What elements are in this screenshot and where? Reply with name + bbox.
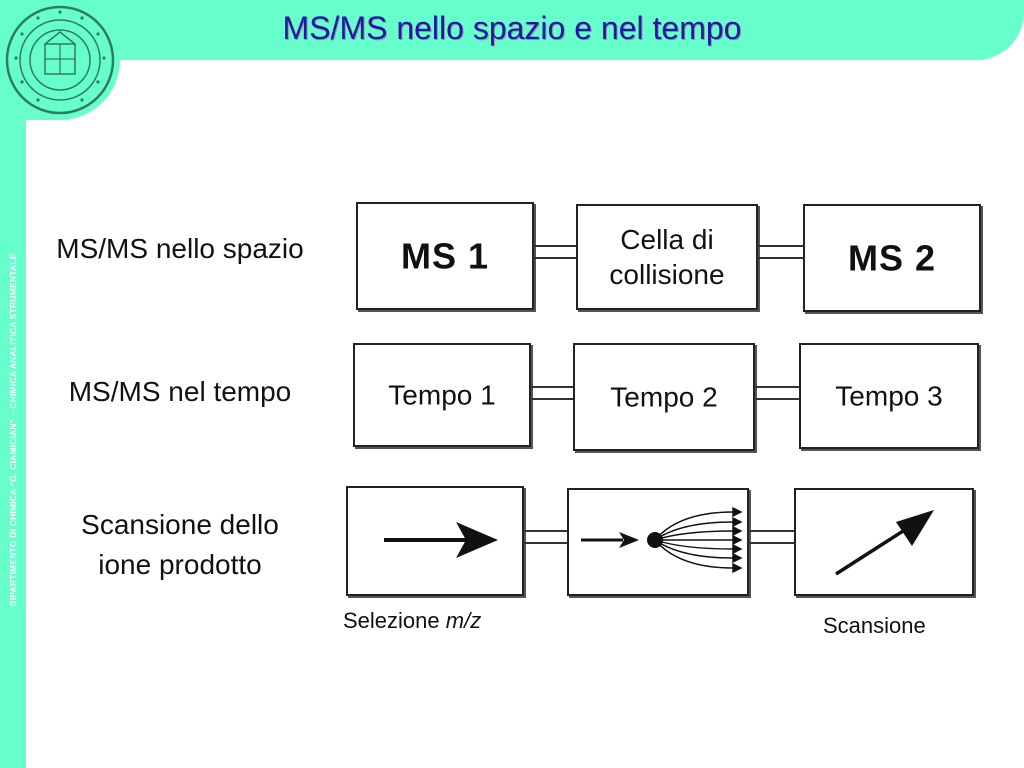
fragmentation-fan-icon [581,506,743,574]
row-label-space: MS/MS nello spazio [56,233,304,264]
selection-box [346,486,524,596]
sidebar-band [0,0,26,768]
row-label-product-ion-scan: Scansione dello ione prodotto [30,505,330,585]
connector [754,386,799,400]
department-label: DIPARTIMENTO DI CHIMICA “G. CIAMICIAN” –… [8,253,18,607]
university-seal-logo [5,5,115,115]
ms1-box: MS 1 [356,202,534,310]
ms2-label: MS 2 [847,237,937,279]
time1-box: Tempo 1 [353,343,531,447]
caption-selection-mz: m/z [445,608,482,633]
slide-title: MS/MS nello spazio e nel tempo [282,10,742,46]
ms2-box: MS 2 [803,204,981,312]
connector [748,530,794,544]
scan-box [794,488,974,596]
connector [530,386,573,400]
row-label-line2: ione prodotto [98,549,262,580]
connector [533,245,576,259]
caption-selection-text: Selezione [343,608,446,633]
time1-label: Tempo 1 [388,379,496,411]
time3-box: Tempo 3 [799,343,979,449]
time3-label: Tempo 3 [835,380,943,412]
caption-scan: Scansione [823,613,926,638]
straight-arrow-icon [384,522,498,558]
collision-cell-box: Cella di collisione [576,204,758,310]
time2-label: Tempo 2 [610,381,718,413]
diagonal-arrow-icon [835,510,934,576]
connector [757,245,803,259]
ms1-label: MS 1 [400,235,490,277]
time2-box: Tempo 2 [573,343,755,451]
caption-selection: Selezione m/z [343,608,481,634]
fragmentation-box [567,488,749,596]
collision-cell-label: Cella di collisione [609,224,725,290]
title-bar [60,0,1024,60]
row-label-time: MS/MS nel tempo [68,376,292,407]
connector [523,530,567,544]
row-label-line1: Scansione dello [81,509,279,540]
